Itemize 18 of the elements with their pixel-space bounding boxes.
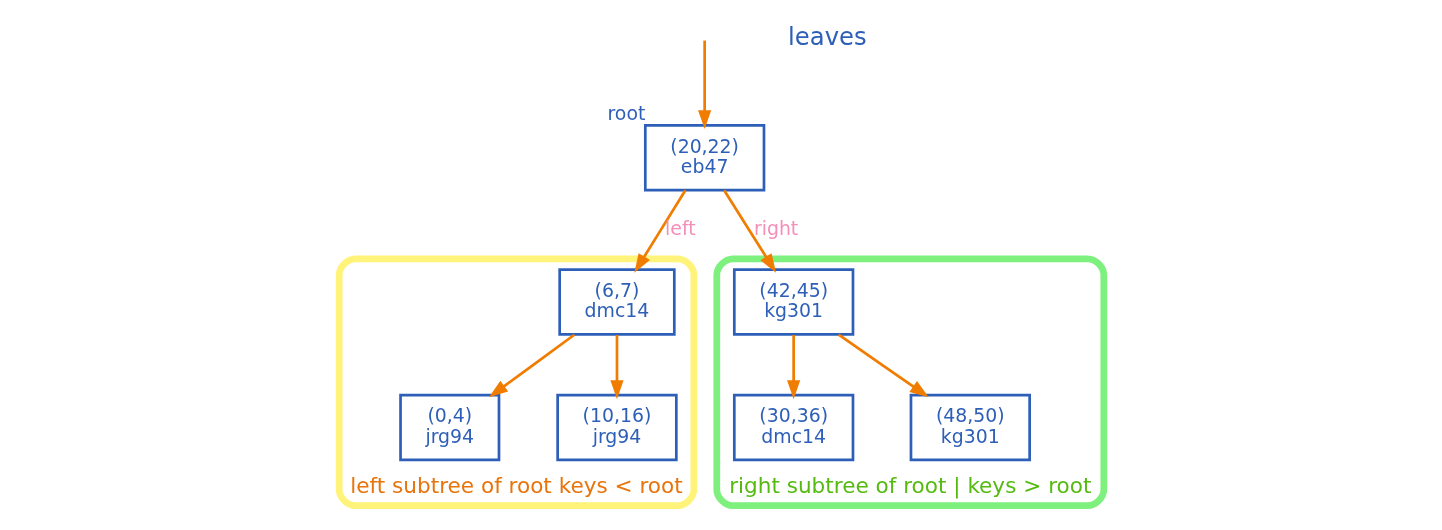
- node-box: (10,16) jrg94: [555, 393, 678, 462]
- node-box: (20,22) eb47: [643, 124, 765, 192]
- arrow: [697, 40, 711, 130]
- edge-label: left: [664, 216, 696, 239]
- arrow: [722, 189, 776, 273]
- arrow: [488, 333, 575, 398]
- node-box: (6,7) dmc14: [557, 268, 676, 336]
- arrow: [837, 333, 929, 398]
- label: leaves: [787, 22, 867, 52]
- node-box: (42,45) kg301: [732, 268, 854, 336]
- arrow: [609, 335, 624, 400]
- node-box: (48,50) kg301: [909, 393, 1031, 462]
- node-box: (30,36) dmc14: [732, 393, 854, 462]
- edge-label: right: [753, 216, 798, 239]
- arrow: [786, 335, 800, 400]
- arrow: [633, 189, 687, 273]
- node-label: root: [607, 102, 645, 125]
- node-box: (0,4) jrg94: [398, 393, 500, 462]
